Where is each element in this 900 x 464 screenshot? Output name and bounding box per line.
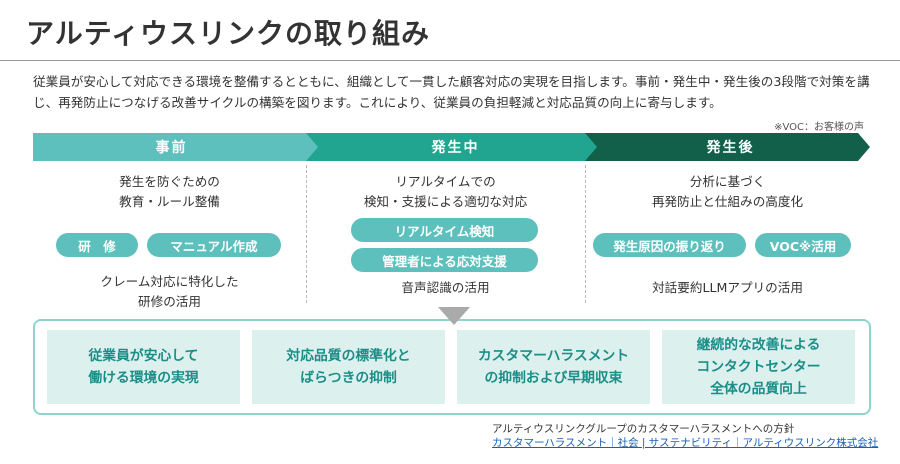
- phase-description: 発生を防ぐための 教育・ルール整備: [119, 174, 220, 209]
- pill-manager-support: 管理者による応対支援: [351, 248, 538, 272]
- phase-label: 発生後: [706, 140, 755, 156]
- pill-training: 研 修: [56, 233, 138, 257]
- voc-footnote: ※VOC：お客様の声: [774, 122, 864, 133]
- phase-description: リアルタイムでの 検知・支援による適切な対応: [363, 174, 528, 209]
- phase-label: 事前: [155, 140, 188, 156]
- phase-tool: 対話要約LLMアプリの活用: [652, 280, 803, 295]
- phase-tool: 音声認識の活用: [401, 280, 490, 295]
- phase-tool: クレーム対応に特化した 研修の活用: [100, 274, 239, 309]
- outcome-text: カスタマーハラスメント の抑制および早期収束: [477, 348, 630, 386]
- pill-realtime-detection: リアルタイム検知: [351, 218, 538, 242]
- page-title: アルティウスリンクの取り組み: [26, 17, 431, 50]
- column-divider: [585, 165, 586, 303]
- outcome-card: 従業員が安心して 働ける環境の実現: [47, 330, 240, 404]
- outcome-text: 従業員が安心して 働ける環境の実現: [88, 348, 199, 386]
- phase-header-before: 事前: [33, 133, 320, 161]
- phase-label: 発生中: [431, 140, 480, 156]
- outcome-text: 継続的な改善による コンタクトセンター 全体の品質向上: [696, 337, 821, 397]
- outcome-card: 対応品質の標準化と ばらつきの抑制: [252, 330, 445, 404]
- phase-header-during: 発生中: [306, 133, 599, 161]
- phase-header-after: 発生後: [585, 133, 870, 161]
- title-divider: [0, 60, 900, 61]
- policy-caption: アルティウスリンクグループのカスタマーハラスメントへの方針: [492, 423, 795, 435]
- intro-paragraph: 従業員が安心して対応できる環境を整備するとともに、組織として一貫した顧客対応の実…: [33, 74, 870, 110]
- outcome-card: カスタマーハラスメント の抑制および早期収束: [457, 330, 650, 404]
- outcome-card: 継続的な改善による コンタクトセンター 全体の品質向上: [662, 330, 855, 404]
- column-divider: [306, 165, 307, 303]
- phase-description: 分析に基づく 再発防止と仕組みの高度化: [651, 174, 804, 209]
- pill-manual-creation: マニュアル作成: [147, 233, 281, 257]
- pill-root-cause-review: 発生原因の振り返り: [593, 233, 746, 257]
- pill-voc-usage: VOC※活用: [755, 233, 851, 257]
- outcome-text: 対応品質の標準化と ばらつきの抑制: [286, 348, 411, 386]
- policy-link[interactable]: カスタマーハラスメント｜社会 | サステナビリティ｜アルティウスリンク株式会社: [492, 437, 879, 449]
